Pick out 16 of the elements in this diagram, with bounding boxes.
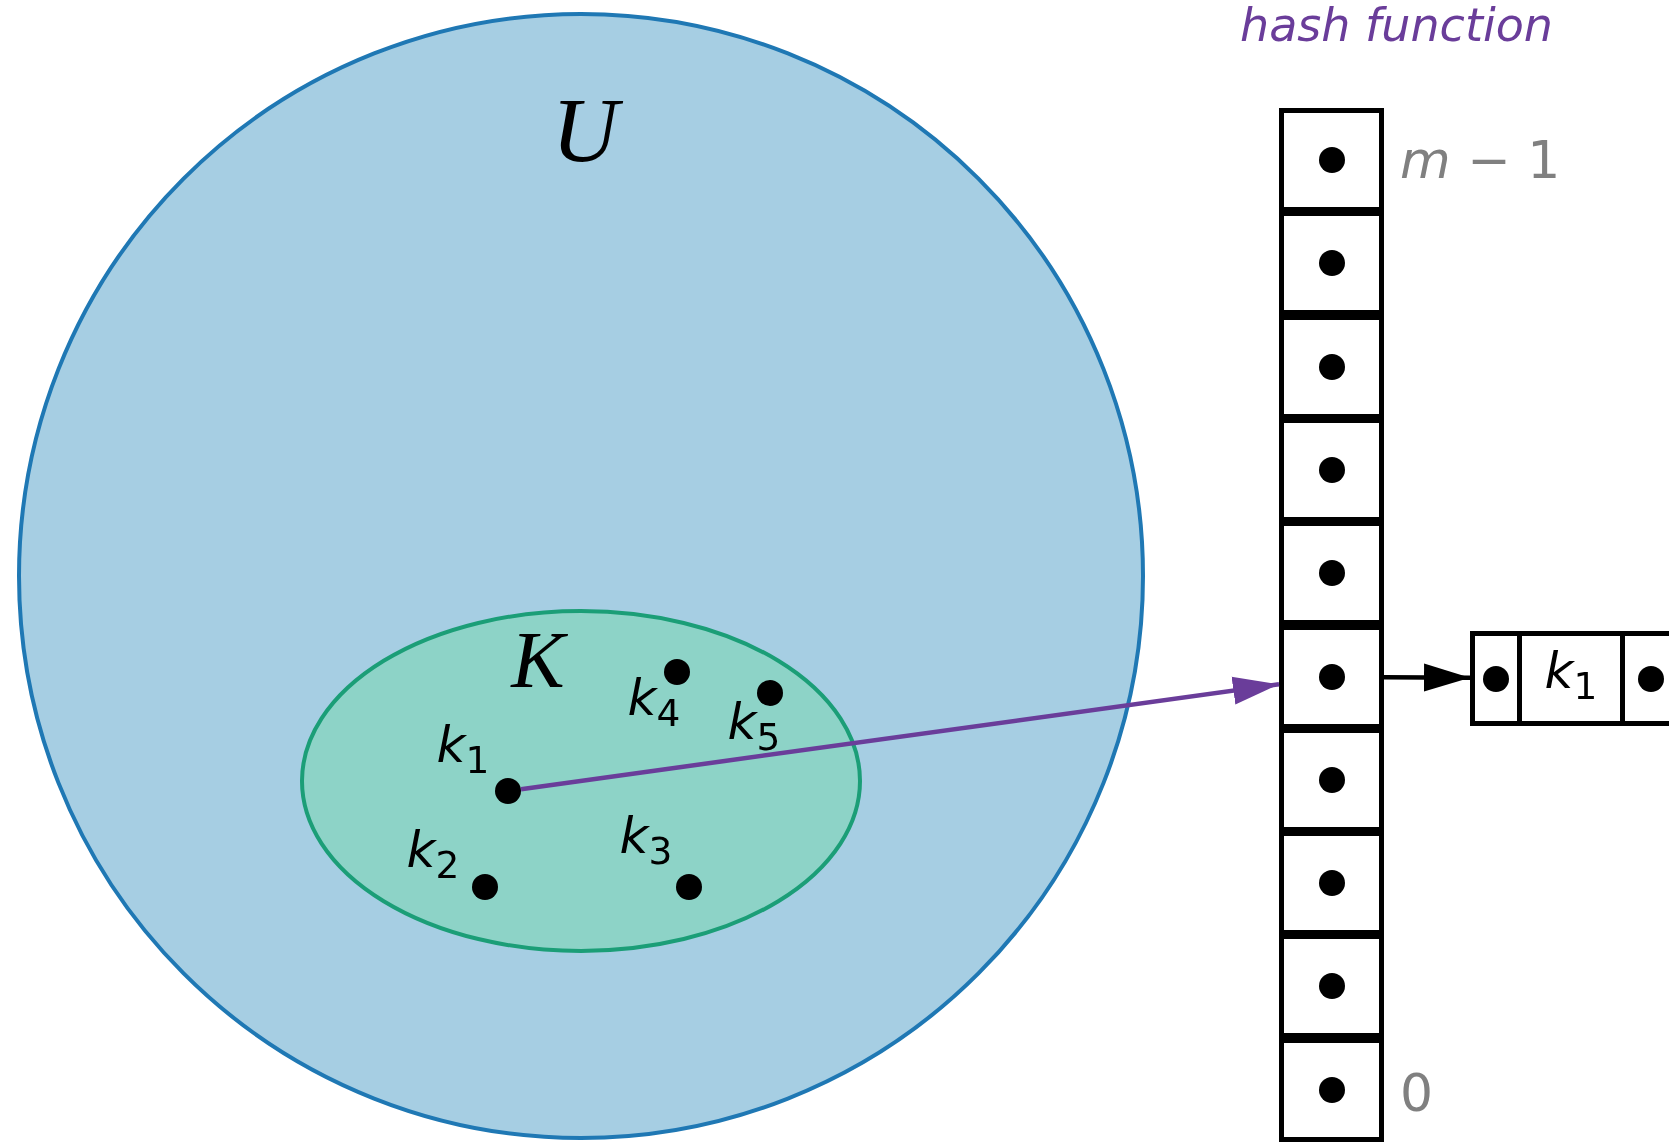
list-node bbox=[1470, 631, 1669, 726]
arrow bbox=[1384, 663, 1470, 692]
table-slot bbox=[1279, 108, 1384, 212]
universe-circle bbox=[16, 11, 1146, 1141]
key-label: k$_{2}$ bbox=[406, 825, 460, 885]
index-label: 0 bbox=[1400, 1067, 1434, 1119]
subset-ellipse bbox=[299, 608, 863, 954]
arrow bbox=[520, 676, 1280, 792]
table-slot bbox=[1279, 1038, 1384, 1142]
annotation-text: hash function bbox=[1240, 0, 1553, 51]
key-label: k$_{1}$ bbox=[1544, 646, 1598, 706]
key-label: k$_{4}$ bbox=[627, 673, 681, 733]
key-label: k$_{1}$ bbox=[436, 720, 490, 780]
key-label: k$_{5}$ bbox=[727, 697, 781, 757]
key-label: k$_{3}$ bbox=[619, 811, 673, 871]
index-label: m − 1 bbox=[1400, 134, 1561, 186]
